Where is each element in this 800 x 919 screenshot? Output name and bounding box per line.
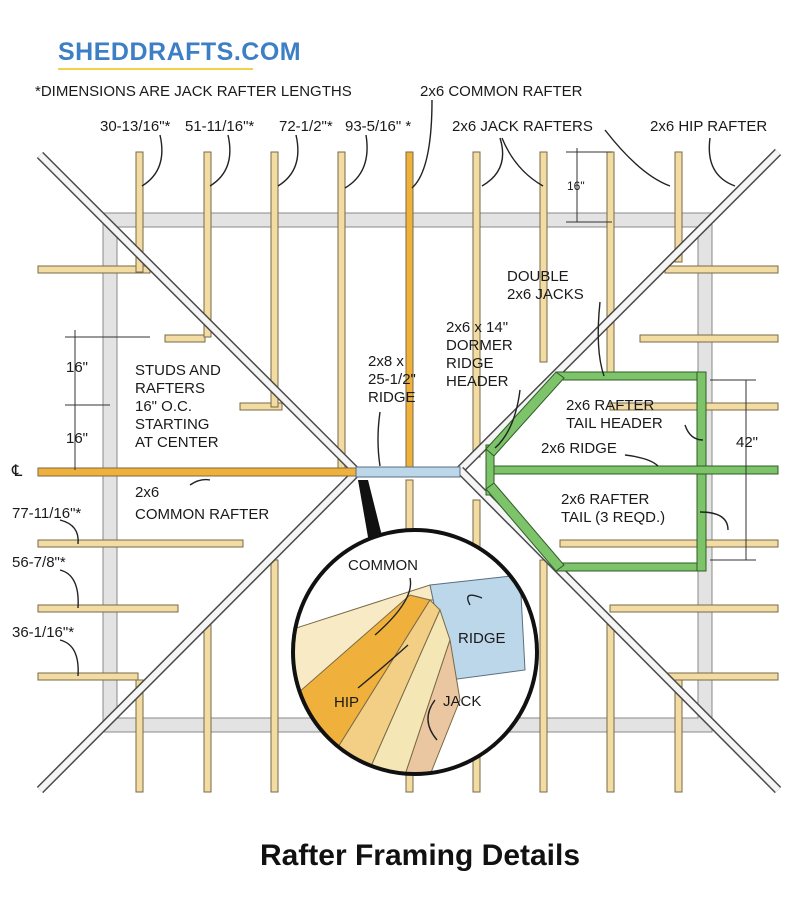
dormer-header-line-1: 2x6 x 14" bbox=[446, 319, 508, 336]
dormer-header-line-3: RIDGE bbox=[446, 355, 494, 372]
left-16-b: 16" bbox=[66, 430, 88, 447]
dimension-42 bbox=[710, 379, 756, 561]
leader-arrows bbox=[59, 99, 736, 677]
dormer-framing bbox=[485, 371, 779, 572]
tail-header-line-2: TAIL HEADER bbox=[566, 415, 663, 432]
dormer-header-line-2: DORMER bbox=[446, 337, 513, 354]
detail-jack-label: JACK bbox=[443, 693, 481, 710]
dims-note: *DIMENSIONS ARE JACK RAFTER LENGTHS bbox=[35, 83, 352, 100]
diagram-title: Rafter Framing Details bbox=[260, 839, 580, 872]
dim-72-1-2: 72-1/2"* bbox=[279, 118, 333, 135]
dim-36-1-16: 36-1/16"* bbox=[12, 624, 74, 641]
common-rafter-top-label: 2x6 COMMON RAFTER bbox=[420, 83, 583, 100]
studs-line-1: STUDS AND bbox=[135, 362, 221, 379]
hip-rafter-label: 2x6 HIP RAFTER bbox=[650, 118, 767, 135]
dim-93-5-16: 93-5/16" * bbox=[345, 118, 411, 135]
double-jacks-line-2: 2x6 JACKS bbox=[507, 286, 584, 303]
studs-line-2: RAFTERS bbox=[135, 380, 205, 397]
studs-line-4: STARTING bbox=[135, 416, 209, 433]
labels: *DIMENSIONS ARE JACK RAFTER LENGTHS 30-1… bbox=[11, 83, 767, 711]
common-rafter-left bbox=[37, 467, 357, 477]
centerline-symbol: ℄ bbox=[11, 463, 23, 480]
ridge-label-line-3: RIDGE bbox=[368, 389, 416, 406]
small-ridge-label: 2x6 RIDGE bbox=[541, 440, 617, 457]
detail-common-label: COMMON bbox=[348, 557, 418, 574]
logo: SHEDDRAFTS.COM bbox=[58, 38, 301, 66]
tail-line-2: TAIL (3 REQD.) bbox=[561, 509, 665, 526]
spacing-16-top: 16" bbox=[567, 179, 585, 193]
dim-42-label: 42" bbox=[736, 434, 758, 451]
hip-rafters bbox=[36, 148, 782, 794]
common-rafter-vertical bbox=[405, 151, 414, 468]
detail-circle bbox=[291, 528, 539, 776]
dimension-16-left bbox=[65, 330, 150, 470]
studs-line-3: 16" O.C. bbox=[135, 398, 192, 415]
jack-rafters-label: 2x6 JACK RAFTERS bbox=[452, 118, 593, 135]
double-jacks-line-1: DOUBLE bbox=[507, 268, 569, 285]
ridge-board bbox=[355, 466, 461, 478]
dim-51-11-16: 51-11/16"* bbox=[185, 118, 254, 135]
tail-line-1: 2x6 RAFTER bbox=[561, 491, 650, 508]
common-left-line-1: 2x6 bbox=[135, 484, 159, 501]
detail-hip-label: HIP bbox=[334, 694, 359, 711]
dormer-header-line-4: HEADER bbox=[446, 373, 509, 390]
left-side-rafters bbox=[37, 265, 283, 681]
tail-header-line-1: 2x6 RAFTER bbox=[566, 397, 655, 414]
common-left-line-2: COMMON RAFTER bbox=[135, 506, 269, 523]
left-16-a: 16" bbox=[66, 359, 88, 376]
dimension-16-top bbox=[566, 148, 612, 223]
detail-ridge-label: RIDGE bbox=[458, 630, 506, 647]
ridge-label-line-1: 2x8 x bbox=[368, 353, 404, 370]
dim-77-11-16: 77-11/16"* bbox=[12, 505, 81, 522]
studs-line-5: AT CENTER bbox=[135, 434, 219, 451]
dim-56-7-8: 56-7/8"* bbox=[12, 554, 66, 571]
dim-30-13-16: 30-13/16"* bbox=[100, 118, 171, 135]
ridge-label-line-2: 25-1/2" bbox=[368, 371, 416, 388]
